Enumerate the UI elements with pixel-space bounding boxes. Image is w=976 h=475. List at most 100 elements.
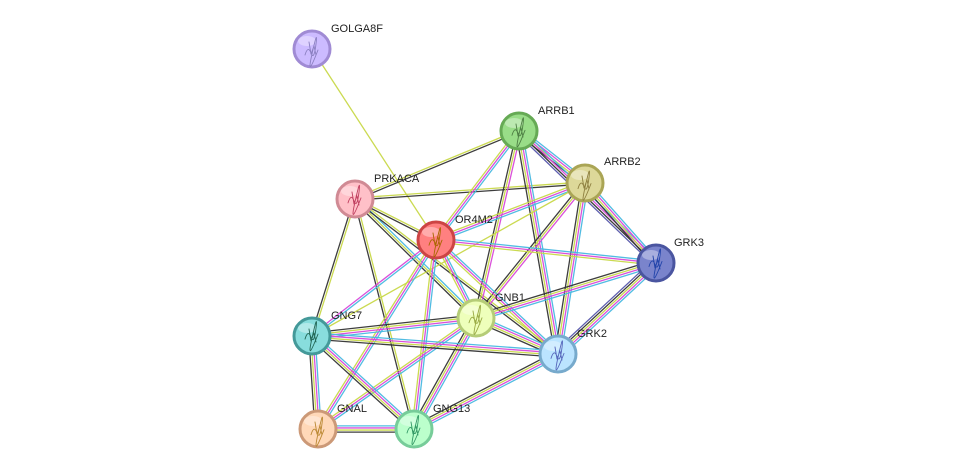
edge-channel bbox=[435, 180, 585, 239]
edge-channel bbox=[311, 316, 476, 336]
node-circle[interactable] bbox=[565, 163, 605, 203]
nodes-layer bbox=[292, 29, 676, 449]
node-grk2[interactable] bbox=[538, 334, 578, 374]
edge-channel bbox=[515, 131, 556, 355]
edge-grk3-grk2 bbox=[554, 259, 660, 358]
edge-channel bbox=[556, 260, 656, 353]
node-circle[interactable] bbox=[416, 220, 456, 260]
node-highlight bbox=[571, 170, 589, 180]
node-gnal[interactable] bbox=[298, 409, 338, 449]
node-highlight bbox=[298, 36, 316, 46]
edge-or4m2-gng7 bbox=[310, 238, 438, 338]
edge-channel bbox=[410, 316, 474, 428]
edge-channel bbox=[312, 318, 477, 338]
edge-gnb1-gng7 bbox=[311, 314, 477, 340]
edge-grk3-gnb1 bbox=[474, 259, 658, 322]
node-label-or4m2: OR4M2 bbox=[455, 214, 493, 226]
protein-structure-icon bbox=[310, 416, 325, 447]
node-circle[interactable] bbox=[292, 316, 332, 356]
node-highlight bbox=[304, 416, 322, 426]
edge-channel bbox=[312, 320, 477, 340]
edge-channel bbox=[311, 336, 558, 356]
node-gng13[interactable] bbox=[394, 409, 434, 449]
edge-channel bbox=[353, 200, 475, 320]
edge-channel bbox=[475, 261, 656, 318]
edge-arrb2-grk2 bbox=[554, 182, 589, 355]
edge-channel bbox=[317, 317, 477, 430]
node-arrb1[interactable] bbox=[499, 111, 539, 151]
labels-layer: GOLGA8FARRB1ARRB2PRKACAOR4M2GRK3GNB1GNG7… bbox=[331, 23, 704, 415]
edge-channel bbox=[312, 334, 559, 354]
edge-channel bbox=[311, 338, 558, 358]
edge-channel bbox=[560, 265, 660, 358]
edge-channel bbox=[521, 130, 562, 354]
node-highlight bbox=[505, 118, 523, 128]
edge-gng7-grk2 bbox=[311, 332, 559, 358]
protein-structure-icon bbox=[347, 184, 362, 215]
node-grk3[interactable] bbox=[636, 243, 676, 283]
edge-channel bbox=[415, 240, 439, 430]
node-golga8f[interactable] bbox=[292, 29, 332, 69]
edge-channel bbox=[310, 198, 355, 336]
edge-channel bbox=[412, 350, 557, 427]
node-or4m2[interactable] bbox=[416, 220, 456, 260]
protein-structure-icon bbox=[468, 304, 483, 335]
edge-or4m2-grk3 bbox=[435, 237, 657, 266]
edge-channel bbox=[413, 352, 558, 429]
node-label-gnb1: GNB1 bbox=[495, 292, 525, 304]
node-label-arrb2: ARRB2 bbox=[604, 156, 641, 168]
node-circle[interactable] bbox=[538, 334, 578, 374]
node-highlight bbox=[462, 305, 480, 315]
edge-channel bbox=[313, 333, 417, 428]
node-label-arrb1: ARRB1 bbox=[538, 105, 575, 117]
node-circle[interactable] bbox=[456, 298, 496, 338]
node-circle[interactable] bbox=[636, 243, 676, 283]
edge-arrb2-or4m2 bbox=[435, 180, 586, 243]
edge-channel bbox=[436, 184, 586, 243]
node-label-grk2: GRK2 bbox=[577, 328, 607, 340]
edge-channel bbox=[411, 239, 435, 429]
edge-prkaca-arrb1 bbox=[354, 129, 520, 201]
edge-channel bbox=[414, 354, 559, 431]
node-label-gnal: GNAL bbox=[337, 403, 367, 415]
node-highlight bbox=[642, 250, 660, 260]
node-gng7[interactable] bbox=[292, 316, 332, 356]
edge-channel bbox=[433, 129, 518, 240]
edge-channel bbox=[312, 334, 416, 429]
node-label-prkaca: PRKACA bbox=[374, 173, 420, 185]
node-highlight bbox=[544, 341, 562, 351]
edge-channel bbox=[476, 263, 657, 320]
edge-channel bbox=[560, 183, 589, 355]
edge-or4m2-gng13 bbox=[411, 239, 439, 430]
node-arrb2[interactable] bbox=[565, 163, 605, 203]
node-highlight bbox=[400, 416, 418, 426]
edge-channel bbox=[435, 241, 656, 266]
edge-gng7-gng13 bbox=[309, 333, 417, 432]
edge-prkaca-gng13 bbox=[353, 198, 416, 430]
edge-gnb1-gnal bbox=[316, 315, 478, 432]
node-gnb1[interactable] bbox=[456, 298, 496, 338]
node-highlight bbox=[422, 227, 440, 237]
edge-channel bbox=[310, 238, 436, 336]
edge-channel bbox=[476, 265, 658, 322]
node-prkaca[interactable] bbox=[335, 179, 375, 219]
edge-channel bbox=[315, 238, 435, 429]
edge-channel bbox=[310, 336, 414, 431]
edge-channel bbox=[437, 131, 522, 242]
node-circle[interactable] bbox=[298, 409, 338, 449]
node-label-gng13: GNG13 bbox=[433, 403, 470, 415]
node-label-gng7: GNG7 bbox=[331, 310, 362, 322]
node-circle[interactable] bbox=[292, 29, 332, 69]
edge-prkaca-gng7 bbox=[310, 198, 357, 337]
node-circle[interactable] bbox=[335, 179, 375, 219]
node-highlight bbox=[341, 186, 359, 196]
node-circle[interactable] bbox=[394, 409, 434, 449]
protein-structure-icon bbox=[511, 117, 526, 148]
edge-channel bbox=[554, 259, 654, 352]
edge-channel bbox=[556, 182, 585, 354]
node-circle[interactable] bbox=[499, 111, 539, 151]
edge-channel bbox=[355, 131, 520, 201]
edge-channel bbox=[353, 199, 414, 430]
edge-channel bbox=[415, 356, 560, 433]
node-highlight bbox=[298, 323, 316, 333]
